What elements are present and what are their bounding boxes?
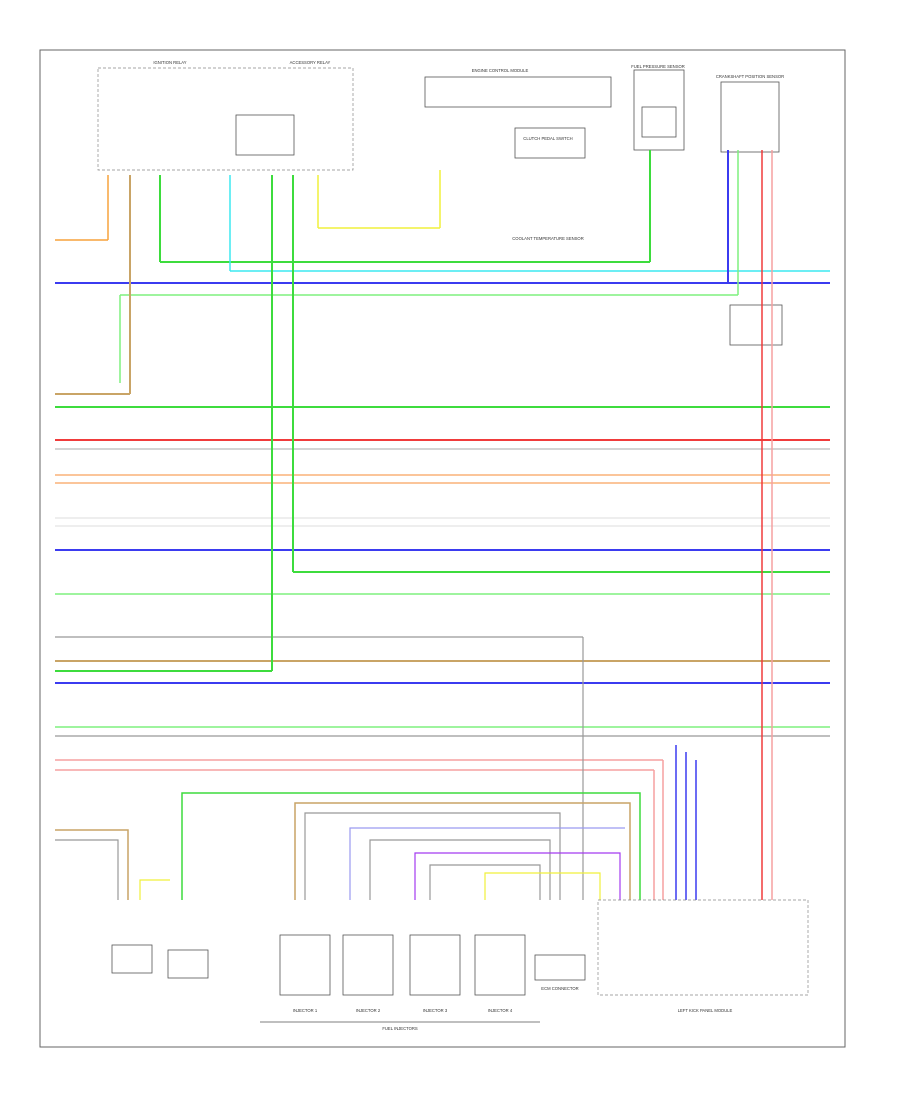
ckp-sensor-label: CRANKSHAFT POSITION SENSOR	[716, 74, 784, 79]
ecm-connector-label: ECM CONNECTOR	[541, 986, 578, 991]
vertical-wires	[55, 150, 773, 900]
clutch-switch-label: CLUTCH PEDAL SWITCH	[523, 136, 572, 141]
injectors-group-label: FUEL INJECTORS	[382, 1026, 418, 1031]
bottom-labels: INJECTOR 1 INJECTOR 2 INJECTOR 3 INJECTO…	[293, 986, 733, 1031]
injector-4-label: INJECTOR 4	[488, 1008, 513, 1013]
top-labels: IGNITION RELAY ACCESSORY RELAY ENGINE CO…	[153, 60, 784, 241]
fuel-pressure-label: FUEL PRESSURE SENSOR	[631, 64, 685, 69]
injector-harness	[55, 792, 641, 900]
bottom-components	[111, 899, 809, 1023]
injector-1-label: INJECTOR 1	[293, 1008, 318, 1013]
diagram-border	[39, 49, 846, 1048]
left-module-label: LEFT KICK PANEL MODULE	[678, 1008, 733, 1013]
injector-3-label: INJECTOR 3	[423, 1008, 448, 1013]
ecm-label: ENGINE CONTROL MODULE	[472, 68, 529, 73]
relay-box	[97, 67, 783, 346]
accessory-relay-label: ACCESSORY RELAY	[290, 60, 331, 65]
injector-2-label: INJECTOR 2	[356, 1008, 381, 1013]
coolant-sensor-label: COOLANT TEMPERATURE SENSOR	[512, 236, 583, 241]
horizontal-wires	[55, 227, 830, 771]
ignition-relay-label: IGNITION RELAY	[153, 60, 186, 65]
